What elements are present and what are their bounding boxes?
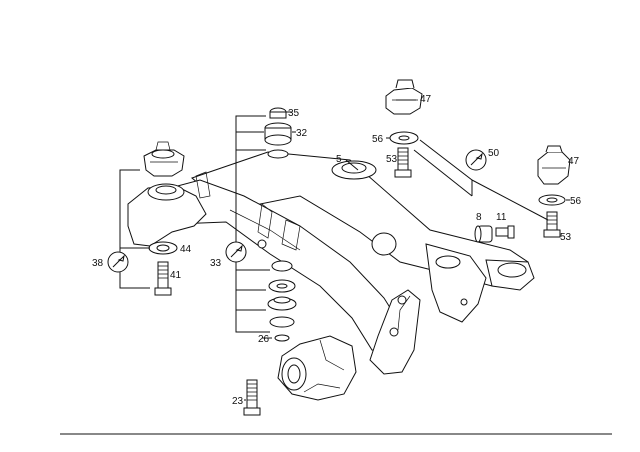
callout-32: 32	[296, 128, 308, 139]
callout-38: 38	[92, 258, 104, 269]
left-washer-44	[148, 241, 178, 255]
wrench-in-circle-icon	[107, 251, 129, 273]
washer-56-upper	[389, 131, 419, 145]
callout-50: 50	[488, 148, 500, 159]
callout-26: 26	[258, 334, 270, 345]
callout-23: 23	[232, 396, 244, 407]
callout-8: 8	[476, 212, 482, 223]
callout-41: 41	[170, 270, 182, 281]
callout-33: 33	[210, 258, 222, 269]
lower-mount-stack	[267, 260, 297, 342]
wrench-in-circle-icon	[225, 241, 247, 263]
callout-35: 35	[288, 108, 300, 119]
left-bolt-41	[154, 261, 172, 296]
callout-56-side: 56	[570, 196, 582, 207]
bolt-53-upper	[394, 147, 412, 178]
left-rubber-mount	[143, 141, 185, 177]
side-rubber-mount-47	[537, 145, 571, 185]
bolt-23	[243, 379, 261, 416]
washer-56-side	[538, 194, 566, 206]
callout-labels: 5 8 11 23 26 32 33 35 38 41 44 47 47 50 …	[92, 94, 582, 407]
callout-11: 11	[496, 212, 507, 223]
rubber-mount-32	[264, 122, 292, 159]
callout-44: 44	[180, 244, 192, 255]
bushing-8	[474, 225, 493, 243]
callout-53-upper: 53	[386, 154, 398, 165]
leader-lines	[119, 99, 570, 401]
upper-rubber-mount-47	[385, 79, 423, 115]
rear-axle-carrier-frame	[127, 151, 535, 375]
bolt-11	[495, 225, 515, 239]
callout-53-side: 53	[560, 232, 572, 243]
callout-47-upper: 47	[420, 94, 432, 105]
nut-35	[269, 107, 287, 119]
callout-56-upper: 56	[372, 134, 384, 145]
bolt-53-side	[543, 211, 561, 238]
callout-47-side: 47	[568, 156, 580, 167]
differential-housing	[277, 335, 357, 401]
wrench-in-circle-icon	[465, 149, 487, 171]
callout-5: 5	[336, 154, 342, 165]
